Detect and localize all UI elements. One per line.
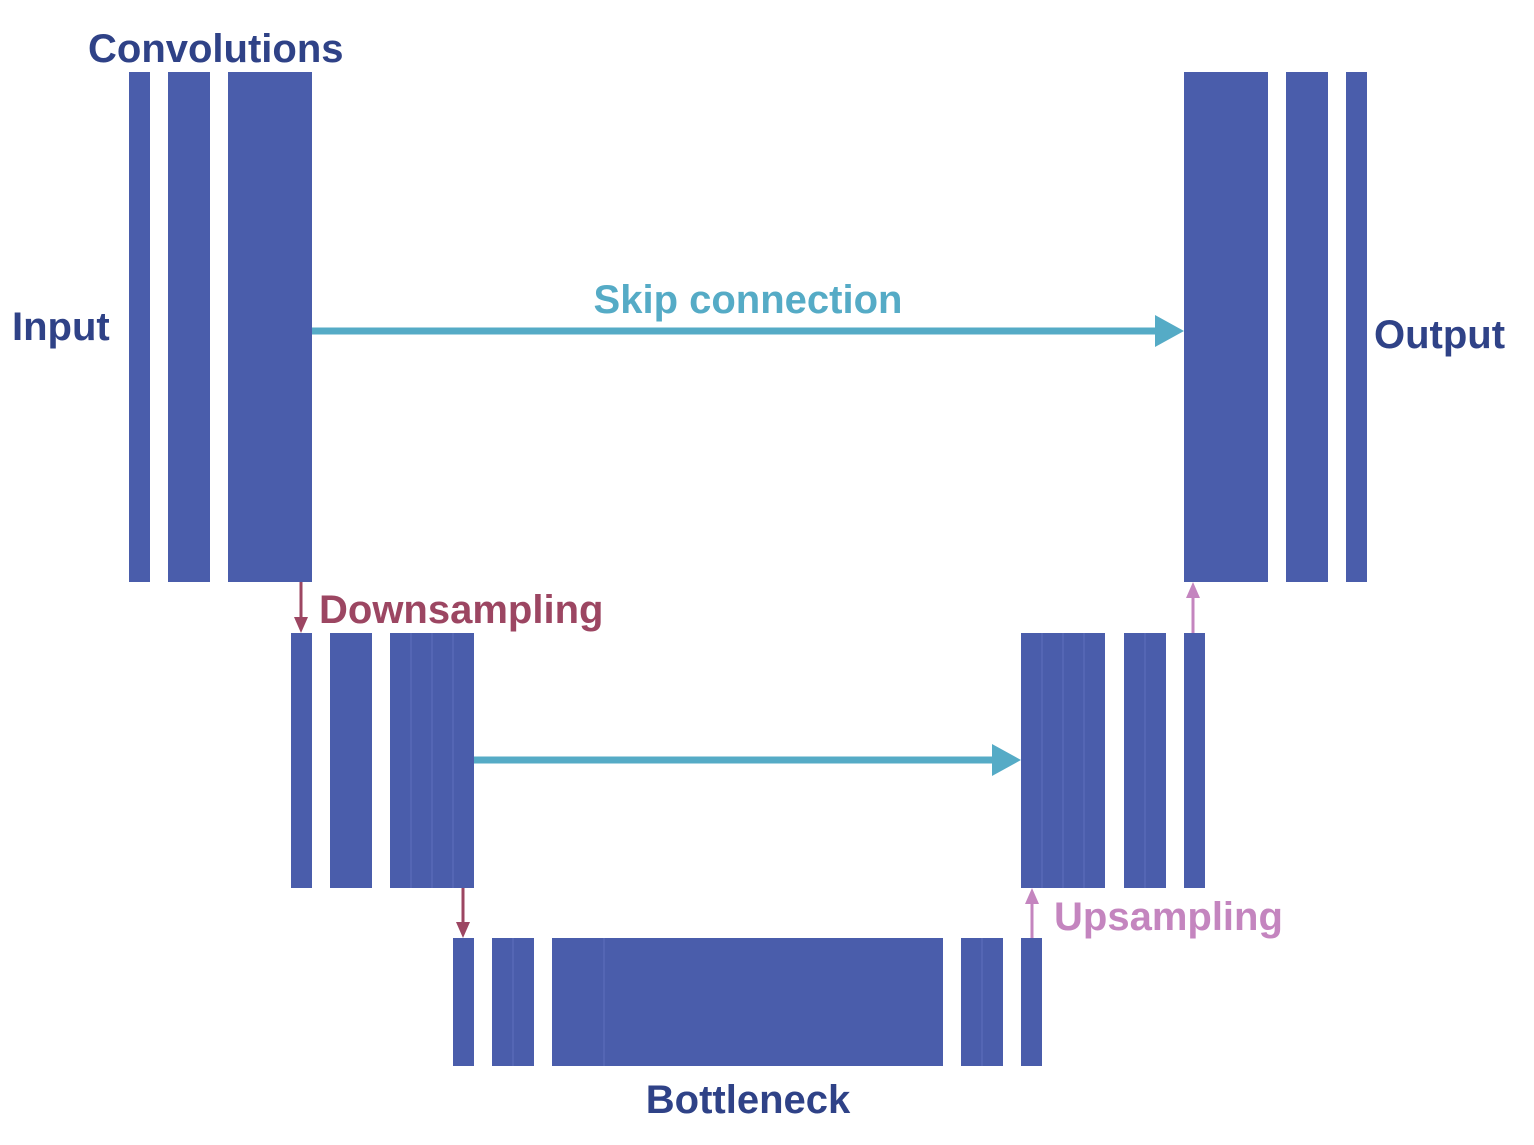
downsampling-arrow-2	[456, 888, 470, 938]
bottleneck-block-5	[1021, 938, 1042, 1066]
skip-connection-arrow-level-1	[312, 315, 1184, 347]
upsampling-arrow-2	[1186, 582, 1200, 633]
encoder-l2-seams	[410, 633, 454, 888]
upsampling-arrow-1	[1025, 888, 1039, 938]
skip-connection-label: Skip connection	[594, 278, 903, 322]
bottleneck-seams	[512, 938, 983, 1066]
convolutions-label: Convolutions	[88, 27, 344, 71]
decoder-l2-seams	[1041, 633, 1146, 888]
decoder-l1-block-3	[1346, 72, 1367, 582]
encoder-l2-block-1	[291, 633, 312, 888]
decoder-l1-block-2	[1286, 72, 1328, 582]
skip-connection-arrow-level-2	[474, 744, 1021, 776]
input-label: Input	[12, 305, 110, 349]
bottleneck-level	[453, 938, 1042, 1066]
decoder-l1-block-1	[1184, 72, 1268, 582]
encoder-l2-block-2	[330, 633, 372, 888]
bottleneck-label: Bottleneck	[646, 1078, 851, 1122]
encoder-l1-block-2	[168, 72, 210, 582]
encoder-l1-block-3	[228, 72, 312, 582]
downsampling-arrow-1	[294, 582, 308, 633]
decoder-level-1	[1184, 72, 1367, 582]
bottleneck-block-1	[453, 938, 474, 1066]
encoder-level-2	[291, 633, 474, 888]
output-label: Output	[1374, 313, 1505, 357]
decoder-l2-block-3	[1184, 633, 1205, 888]
encoder-l1-block-1	[129, 72, 150, 582]
decoder-level-2	[1021, 633, 1205, 888]
downsampling-label: Downsampling	[319, 588, 603, 632]
encoder-level-1	[129, 72, 312, 582]
upsampling-label: Upsampling	[1054, 895, 1283, 939]
bottleneck-block-3	[552, 938, 943, 1066]
